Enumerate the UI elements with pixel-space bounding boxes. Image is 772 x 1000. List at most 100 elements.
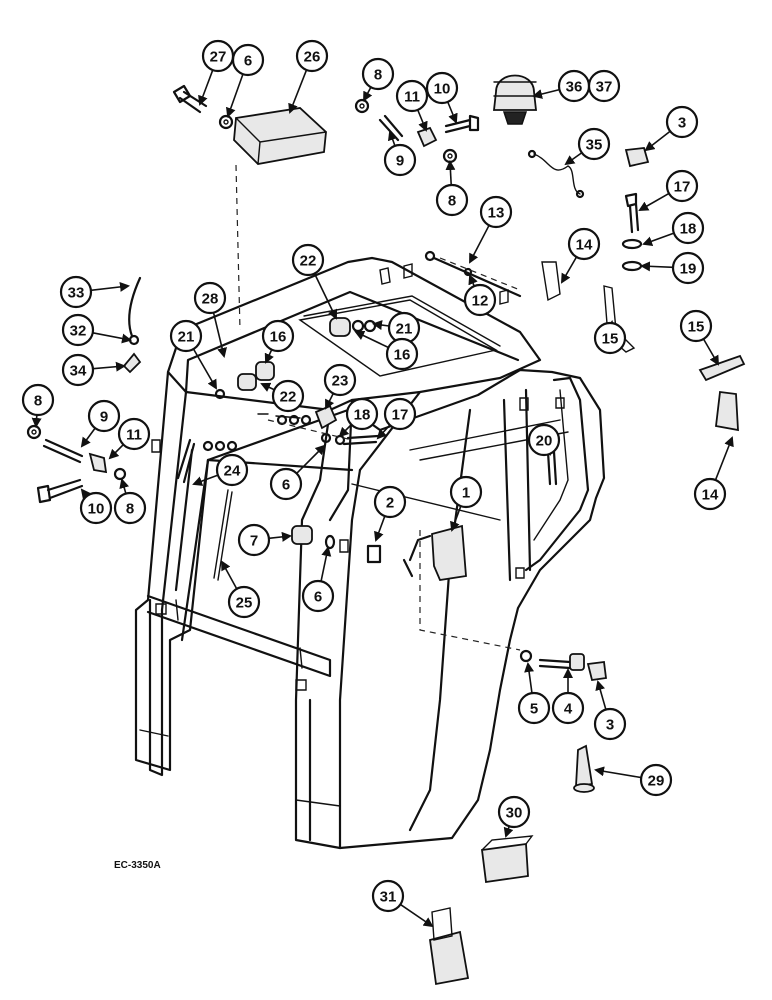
- callout-label-31: 31: [380, 889, 397, 906]
- callout-label-27: 27: [210, 49, 227, 66]
- part-24-wiper-arm: [176, 438, 238, 484]
- callout-leader-3: [644, 130, 671, 152]
- callout-circle-8: [21, 383, 55, 417]
- callout-circle-37: [587, 69, 621, 103]
- reference-code: EC-3350A: [114, 860, 161, 871]
- callout-label-35: 35: [586, 137, 603, 154]
- callout-leader-10: [80, 488, 91, 500]
- part-17-screw-right: [624, 192, 640, 234]
- part-31-bracket: [429, 907, 470, 986]
- part-8-nut-top: [354, 98, 370, 114]
- callout-label-22: 22: [300, 253, 317, 270]
- callout-label-21: 21: [396, 321, 413, 338]
- callout-circle-21: [169, 319, 203, 353]
- part-5-4-3-handle-right: [519, 649, 608, 682]
- callout-circle-9: [383, 143, 417, 177]
- callout-circle-12: [463, 283, 497, 317]
- callout-circle-8: [361, 57, 395, 91]
- callout-leader-3: [595, 680, 607, 710]
- callout-leader-23: [325, 393, 335, 410]
- callout-circle-14: [567, 227, 601, 261]
- callout-leader-17: [376, 424, 391, 440]
- callout-label-15: 15: [688, 319, 705, 336]
- callout-leader-16: [264, 349, 274, 364]
- callout-label-34: 34: [70, 363, 87, 380]
- cab-frame: [134, 256, 606, 850]
- callout-circle-22: [291, 243, 325, 277]
- callout-circle-9: [87, 399, 121, 433]
- callout-circle-6: [269, 467, 303, 501]
- callout-leader-17: [638, 192, 670, 211]
- part-14-bracket: [541, 261, 739, 432]
- callout-label-25: 25: [236, 595, 253, 612]
- callout-circle-15: [593, 321, 627, 355]
- callout-leader-6: [225, 73, 244, 118]
- part-3-knob-top: [624, 147, 650, 168]
- callout-circle-26: [295, 39, 329, 73]
- callout-circle-15: [679, 309, 713, 343]
- callout-circle-24: [215, 453, 249, 487]
- callout-label-19: 19: [680, 261, 697, 278]
- callout-leader-2: [374, 515, 386, 542]
- callout-label-5: 5: [530, 701, 538, 718]
- callout-label-16: 16: [394, 347, 411, 364]
- callout-label-30: 30: [506, 805, 523, 822]
- part-10-bolt-top: [444, 114, 480, 134]
- callout-leader-34: [92, 361, 126, 372]
- callout-label-18: 18: [680, 221, 697, 238]
- callout-circle-25: [227, 585, 261, 619]
- callout-label-6: 6: [244, 53, 252, 70]
- callout-leader-25: [221, 560, 238, 590]
- callout-label-29: 29: [648, 773, 665, 790]
- callout-circle-13: [479, 195, 513, 229]
- callout-leader-8: [119, 478, 130, 494]
- callout-leader-18: [642, 232, 675, 246]
- callout-circle-18: [345, 397, 379, 431]
- callout-leader-8: [363, 86, 373, 102]
- callout-circle-34: [61, 353, 95, 387]
- callout-leader-32: [92, 332, 132, 344]
- callout-label-10: 10: [88, 501, 105, 518]
- callout-label-14: 14: [576, 237, 593, 254]
- callout-label-13: 13: [488, 205, 505, 222]
- callout-label-32: 32: [70, 323, 87, 340]
- callout-label-15: 15: [602, 331, 619, 348]
- callout-leader-8: [445, 160, 456, 186]
- callout-leader-6: [296, 444, 326, 474]
- callout-circle-3: [593, 707, 627, 741]
- callout-label-17: 17: [674, 179, 691, 196]
- callout-label-3: 3: [678, 115, 686, 132]
- callout-circle-8: [113, 491, 147, 525]
- callout-leader-9: [80, 427, 96, 448]
- part-29-knob: [573, 744, 595, 793]
- callout-label-9: 9: [100, 409, 108, 426]
- part-7-motor: [291, 525, 313, 545]
- part-20-pin: [546, 450, 558, 486]
- callout-circle-8: [435, 183, 469, 217]
- callout-label-26: 26: [304, 49, 321, 66]
- callout-label-1: 1: [462, 485, 470, 502]
- callout-label-11: 11: [126, 427, 142, 444]
- callout-label-17: 17: [392, 407, 409, 424]
- part-36-37-beacon: [492, 74, 538, 125]
- callout-label-8: 8: [34, 393, 42, 410]
- callout-leader-31: [399, 903, 434, 928]
- callout-leader-19: [640, 261, 674, 272]
- callout-leader-16: [354, 330, 389, 349]
- callout-leader-33: [90, 281, 130, 292]
- part-6-washer-mid: [324, 534, 336, 550]
- callout-label-10: 10: [434, 81, 451, 98]
- callout-circle-6: [231, 43, 265, 77]
- callout-circle-16: [385, 337, 419, 371]
- callout-circle-19: [671, 251, 705, 285]
- callout-label-28: 28: [202, 291, 219, 308]
- callout-circle-10: [425, 71, 459, 105]
- callout-label-33: 33: [68, 285, 85, 302]
- callout-label-8: 8: [448, 193, 456, 210]
- callout-leader-27: [198, 69, 214, 106]
- callout-leader-21: [192, 348, 217, 390]
- callout-circle-23: [323, 363, 357, 397]
- dashed-guides: [235, 164, 521, 651]
- callout-circle-3: [665, 105, 699, 139]
